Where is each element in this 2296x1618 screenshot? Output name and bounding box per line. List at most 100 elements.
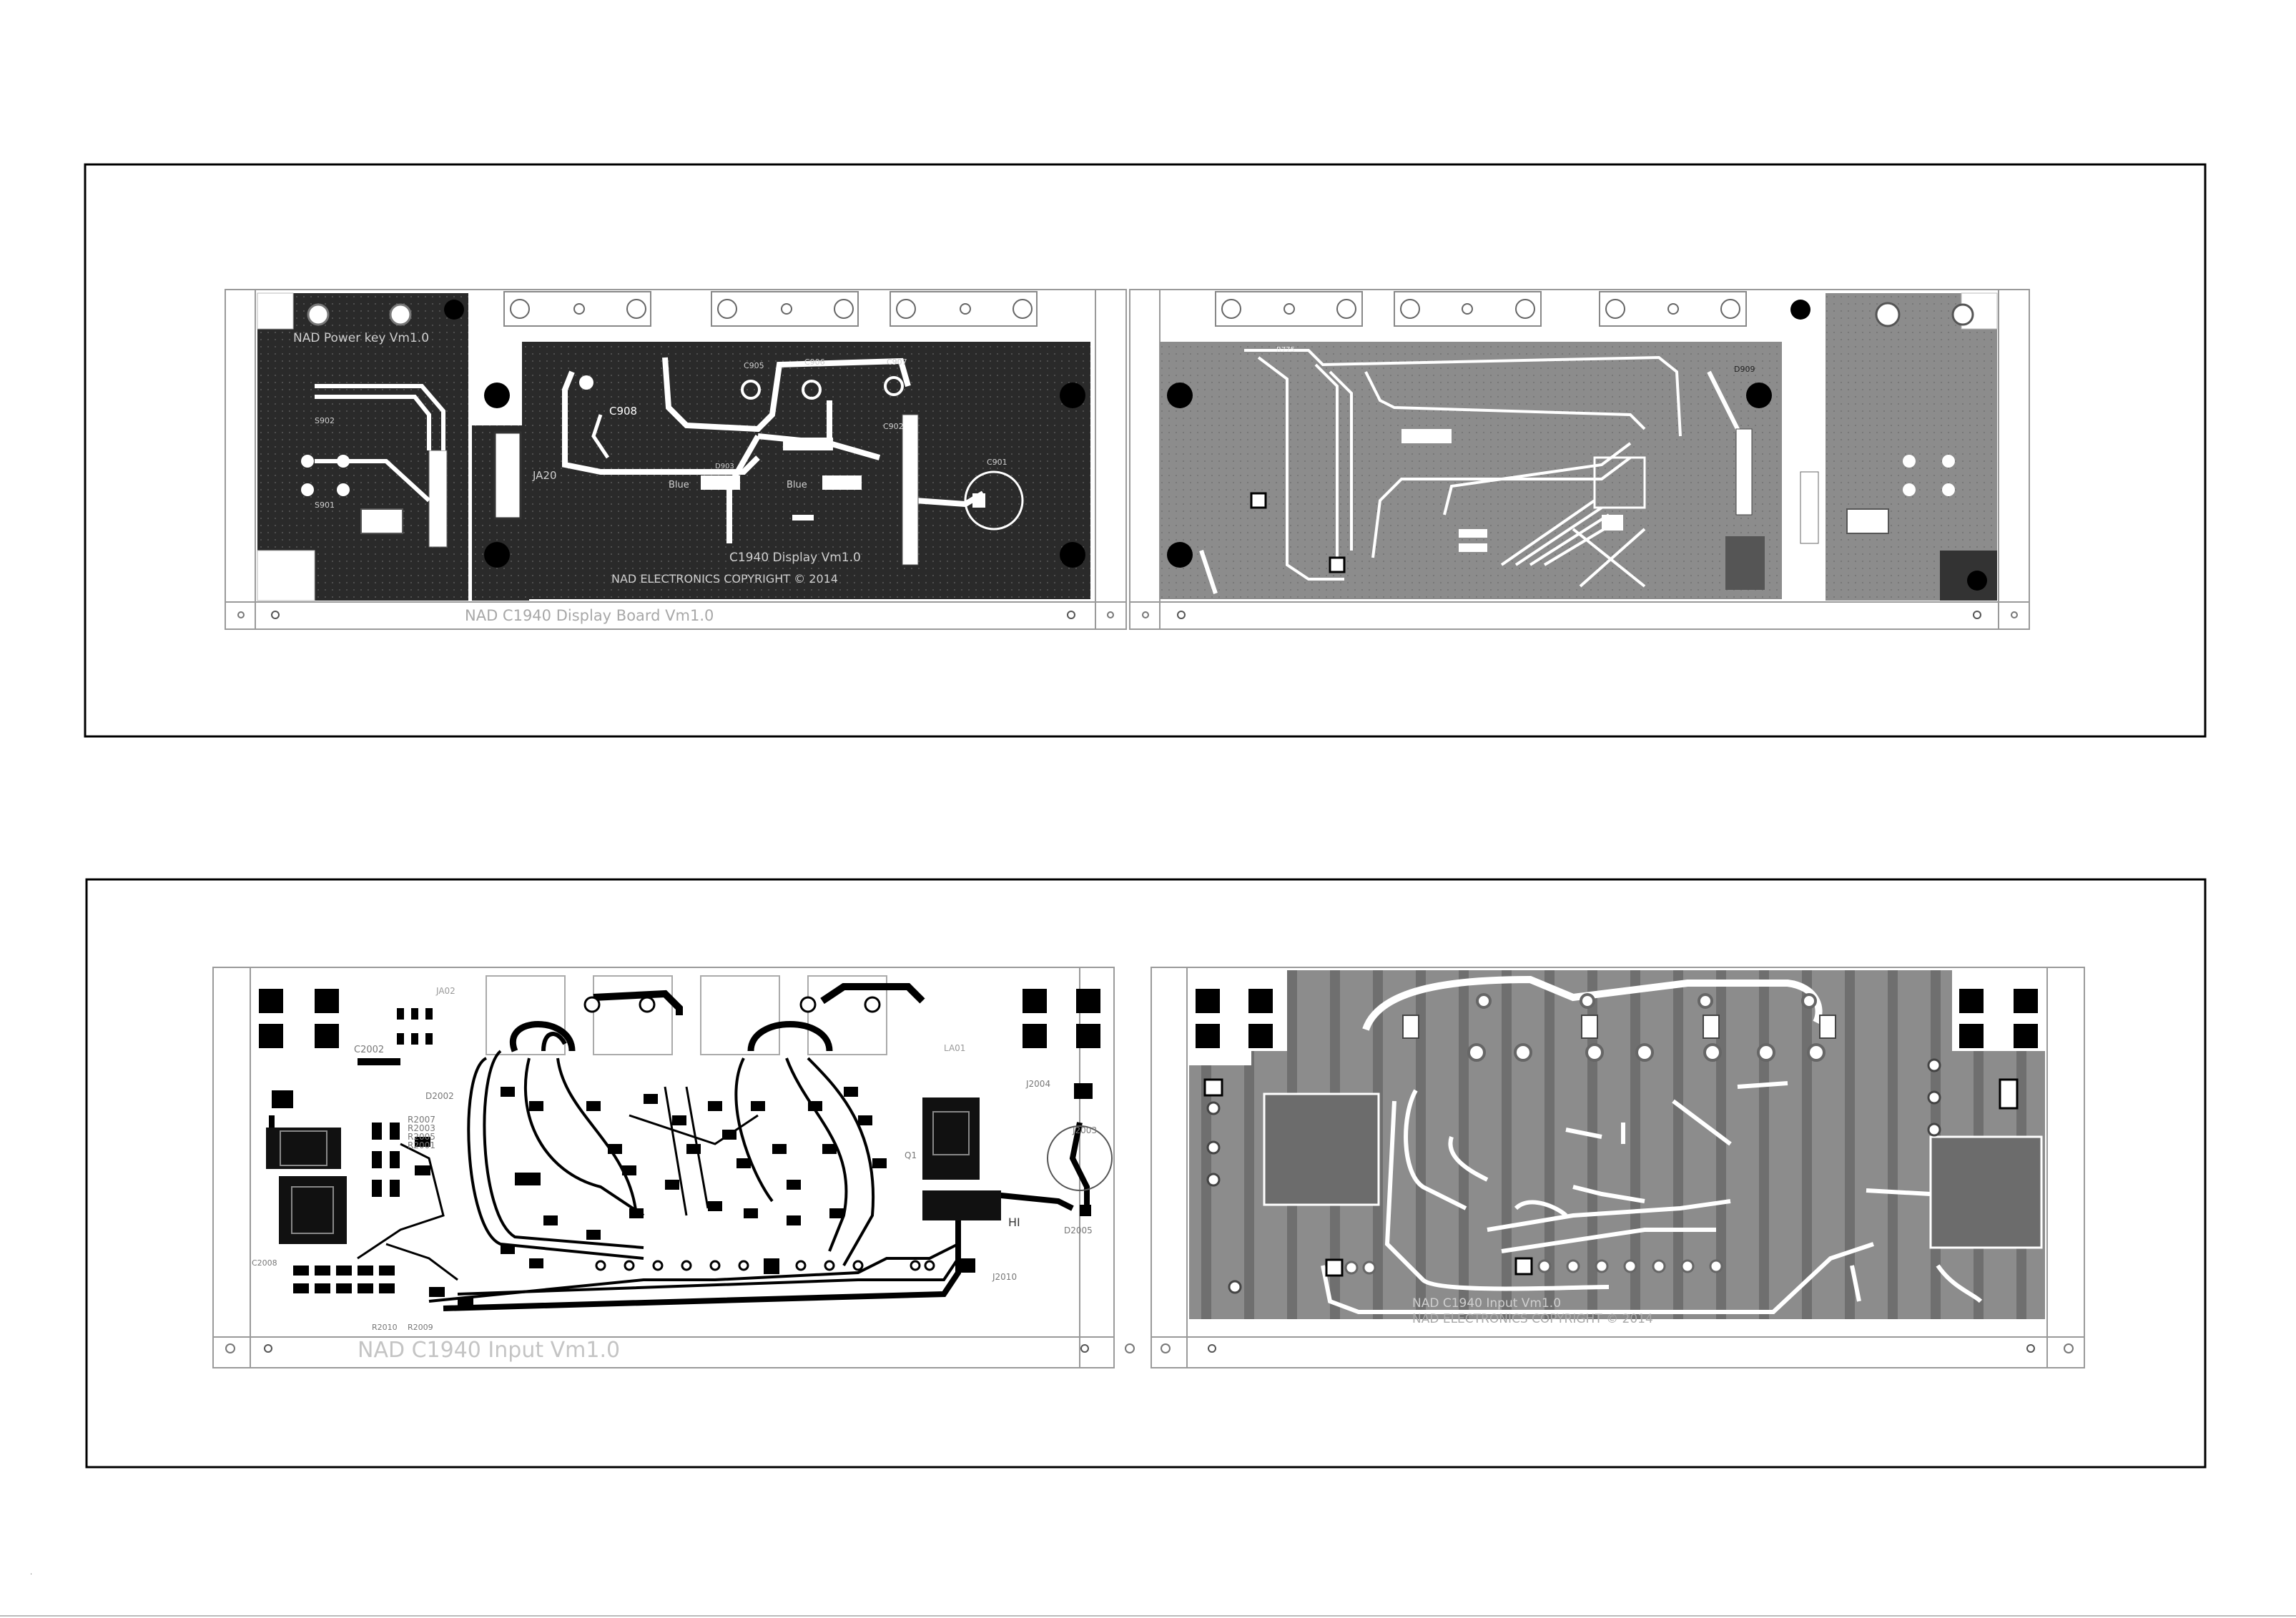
connector-hole-icon: [1462, 303, 1473, 315]
mounting-pad: [1196, 1024, 1220, 1048]
pad-icon: [1903, 483, 1916, 496]
ref-label: D909: [1734, 365, 1755, 374]
pad-icon: [579, 375, 593, 390]
connector-hole-icon: [1012, 299, 1033, 319]
board-display-top: NAD Power key Vm1.0 S902 S901: [225, 289, 1127, 630]
smd-component-field: [293, 1008, 887, 1308]
mounting-pad: [1076, 989, 1100, 1013]
trace: [428, 1243, 959, 1303]
capacitor-outline-icon: [1047, 1125, 1113, 1191]
ref-label: C902: [883, 422, 904, 431]
mounting-pad: [1959, 989, 1984, 1013]
power-key-copper: [257, 293, 468, 601]
trace: [1421, 1278, 1610, 1291]
trace: [1572, 528, 1646, 588]
relay-component: [266, 1128, 341, 1169]
mounting-pad: [259, 1024, 283, 1048]
connector-pad: [493, 431, 522, 520]
board-input-top: JA02 C2002 D2002 R2007 R2003 R2005 R2001…: [212, 967, 1135, 1368]
fiducial-icon: [1067, 611, 1075, 619]
corner-hole-icon: [484, 383, 510, 408]
trace: [1199, 550, 1218, 594]
ref-label: S901: [315, 500, 335, 510]
ref-label: R2005: [408, 1132, 435, 1142]
trace: [807, 1057, 875, 1266]
smd-pad: [1725, 536, 1765, 590]
corner-hole-icon: [1746, 383, 1772, 408]
panel-display-board: NAD Power key Vm1.0 S902 S901: [84, 163, 2207, 738]
mount-hole-icon: [307, 303, 330, 326]
ref-label: R2010: [372, 1323, 398, 1332]
switch-pad: [360, 508, 403, 534]
ref-label: C901: [987, 458, 1007, 467]
trace: [541, 1032, 567, 1052]
ref-label: C908: [609, 405, 637, 418]
board-title: NAD C1940 Display Board Vm1.0: [465, 607, 714, 624]
trace: [523, 1057, 645, 1217]
trace: [510, 1021, 576, 1052]
relay-component: [280, 1130, 327, 1166]
connector-pad: [272, 1090, 293, 1108]
power-key-cutout: [257, 292, 294, 330]
trace: [1314, 363, 1339, 558]
ic-component: [291, 1186, 334, 1234]
ic-pad: [1593, 456, 1646, 509]
trace: [1579, 528, 1646, 588]
trace: [591, 414, 610, 459]
connector-pad: [902, 414, 919, 566]
ref-label: S902: [315, 416, 335, 425]
smd-pad: [1080, 1205, 1091, 1216]
trace: [1514, 1200, 1568, 1218]
pad-icon: [1903, 455, 1916, 468]
ref-label: J2004: [1025, 1079, 1050, 1089]
fiducial-icon: [271, 611, 280, 619]
mount-hole-icon: [1875, 302, 1901, 327]
pad-icon: [1942, 455, 1955, 468]
corner-hole-icon: [1060, 383, 1085, 408]
connector-hole-icon: [510, 299, 530, 319]
switch-pad: [1846, 508, 1889, 534]
panel-frame: [84, 163, 2207, 738]
mounting-pad: [1248, 989, 1273, 1013]
ref-label: C907: [887, 357, 907, 367]
copyright-label: NAD ELECTRONICS COPYRIGHT © 2014: [611, 572, 838, 586]
board-title: NAD C1940 Input Vm1.0: [358, 1338, 620, 1363]
connector-hole-icon: [896, 299, 916, 319]
connector-hole-icon: [1400, 299, 1420, 319]
pad-icon: [301, 455, 314, 468]
connector-hole-icon: [834, 299, 854, 319]
capacitor-outline-icon: [964, 470, 1024, 531]
trace: [785, 1057, 848, 1252]
trace: [483, 1050, 644, 1249]
smd-pad: [1250, 492, 1267, 509]
connector-hole-icon: [1284, 303, 1295, 315]
ref-label: D2002: [425, 1091, 454, 1101]
fiducial-icon: [1973, 611, 1981, 619]
trace: [1672, 1099, 1732, 1146]
trace: [562, 370, 760, 475]
fiducial-icon: [1161, 1343, 1171, 1353]
trace: [734, 1057, 774, 1203]
copyright-label: NAD ELECTRONICS COPYRIGHT © 2014: [1412, 1312, 1653, 1326]
page-marker: .: [30, 1569, 32, 1577]
trace: [457, 1257, 960, 1296]
ref-label: Blue: [787, 480, 807, 490]
board-display-bottom: D909 R775: [1129, 289, 2030, 630]
ic-component: [1929, 1135, 2043, 1249]
mounting-pad: [1023, 1024, 1047, 1048]
ref-label: LA01: [944, 1043, 965, 1053]
relay-component: [922, 1097, 980, 1180]
trace: [1565, 1128, 1602, 1139]
smd-pad: [822, 475, 862, 490]
trace: [1487, 1199, 1731, 1232]
trace: [315, 384, 445, 450]
smd-pad: [1459, 529, 1487, 538]
ref-label: Q1: [905, 1150, 917, 1160]
trace: [1448, 1136, 1489, 1182]
connector-pad: [1074, 1083, 1093, 1099]
fiducial-icon: [237, 611, 245, 618]
power-key-cutout: [257, 550, 315, 601]
connector-hole-icon: [717, 299, 737, 319]
relay-component: [932, 1111, 970, 1155]
corner-hole-icon: [1167, 542, 1193, 568]
